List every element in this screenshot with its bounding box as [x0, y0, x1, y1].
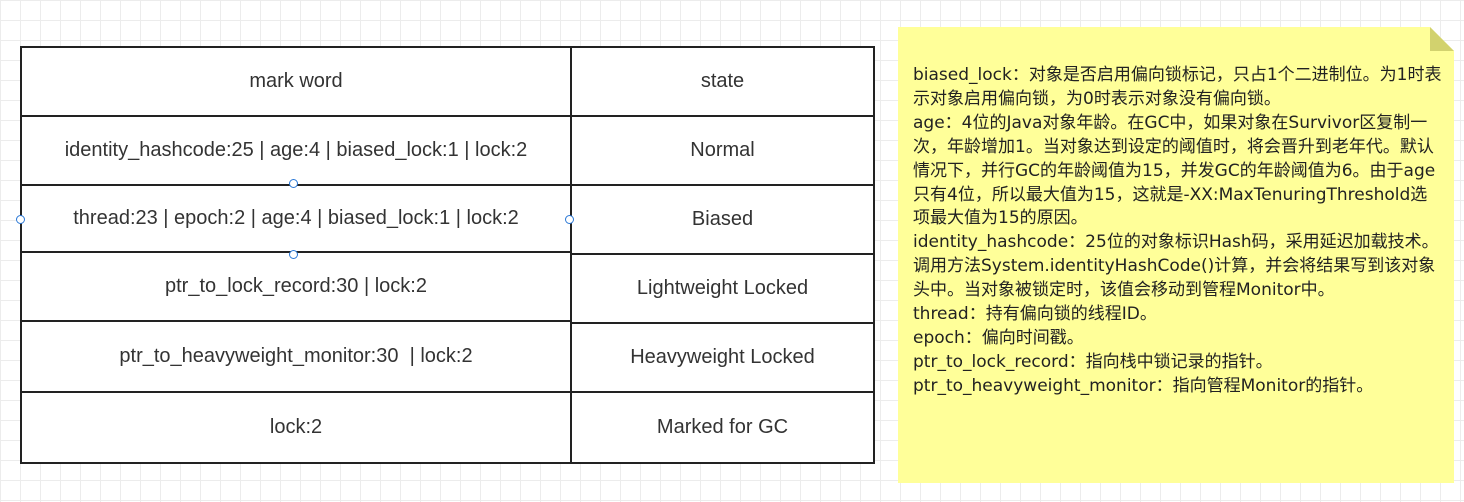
- note-line-identity-hashcode: identity_hashcode：25位的对象标识Hash码，采用延迟加载技术…: [913, 232, 1439, 301]
- mark-word-cell-heavyweight[interactable]: ptr_to_heavyweight_monitor:30 | lock:2: [20, 320, 572, 393]
- state-label: Biased: [691, 208, 754, 230]
- selection-handle-bottom[interactable]: [289, 250, 298, 259]
- state-header-cell[interactable]: state: [570, 46, 875, 117]
- mark-word-label: lock:2: [269, 416, 323, 438]
- mark-word-header-label: mark word: [249, 70, 343, 92]
- state-cell-biased[interactable]: Biased: [570, 184, 875, 255]
- sticky-note-text: biased_lock：对象是否启用偏向锁标记，只占1个二进制位。为1时表示对象…: [913, 64, 1443, 399]
- mark-word-cell-lightweight[interactable]: ptr_to_lock_record:30 | lock:2: [20, 251, 572, 322]
- state-label: Normal: [690, 139, 755, 161]
- mark-word-header-cell[interactable]: mark word: [20, 46, 572, 117]
- note-line-ptr-to-heavyweight-monitor: ptr_to_heavyweight_monitor：指向管程Monitor的指…: [913, 375, 1374, 396]
- sticky-note-fold-corner: [1430, 27, 1454, 51]
- mark-word-cell-gc[interactable]: lock:2: [20, 391, 572, 464]
- selection-handle-right[interactable]: [565, 215, 574, 224]
- sticky-note[interactable]: [898, 27, 1454, 483]
- state-label: Heavyweight Locked: [630, 346, 815, 368]
- state-cell-heavyweight[interactable]: Heavyweight Locked: [570, 322, 875, 393]
- mark-word-label: ptr_to_lock_record:30 | lock:2: [164, 275, 427, 297]
- note-line-epoch: epoch：偏向时间戳。: [913, 327, 1084, 348]
- state-cell-gc[interactable]: Marked for GC: [570, 391, 875, 464]
- mark-word-label: ptr_to_heavyweight_monitor:30 | lock:2: [119, 345, 473, 367]
- mark-word-label: identity_hashcode:25 | age:4 | biased_lo…: [64, 139, 528, 161]
- selection-handle-left[interactable]: [16, 215, 25, 224]
- note-line-age: age：4位的Java对象年龄。在GC中，如果对象在Survivor区复制一次，…: [913, 112, 1436, 229]
- mark-word-cell-normal[interactable]: identity_hashcode:25 | age:4 | biased_lo…: [20, 115, 572, 186]
- state-header-label: state: [700, 70, 745, 92]
- note-line-thread: thread：持有偏向锁的线程ID。: [913, 304, 1157, 325]
- state-cell-normal[interactable]: Normal: [570, 115, 875, 186]
- state-label: Lightweight Locked: [636, 277, 809, 299]
- state-label: Marked for GC: [656, 416, 789, 438]
- note-line-ptr-to-lock-record: ptr_to_lock_record：指向栈中锁记录的指针。: [913, 351, 1273, 372]
- mark-word-label: thread:23 | epoch:2 | age:4 | biased_loc…: [73, 207, 519, 229]
- note-line-biased-lock: biased_lock：对象是否启用偏向锁标记，只占1个二进制位。为1时表示对象…: [913, 65, 1442, 109]
- selection-handle-top[interactable]: [289, 179, 298, 188]
- state-cell-lightweight[interactable]: Lightweight Locked: [570, 253, 875, 324]
- mark-word-cell-biased[interactable]: thread:23 | epoch:2 | age:4 | biased_loc…: [20, 184, 572, 253]
